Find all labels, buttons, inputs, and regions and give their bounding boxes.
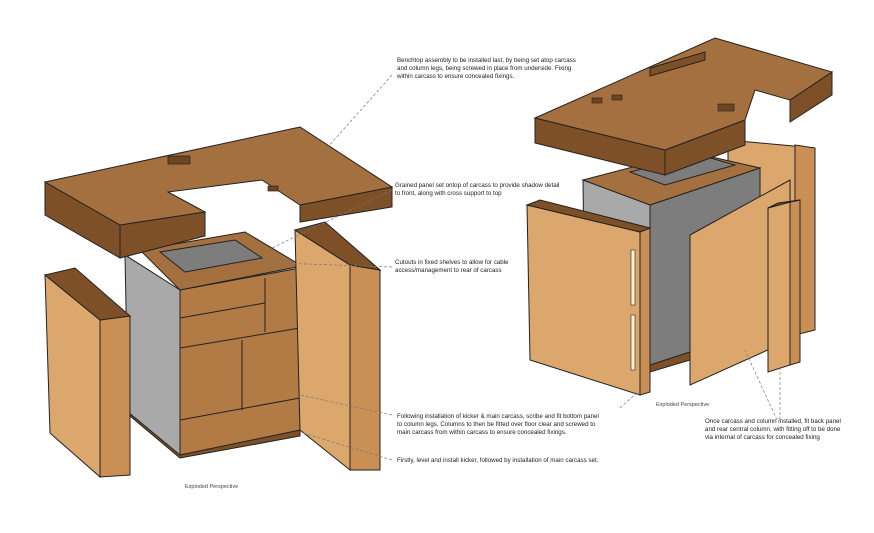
note-kicker: Firstly, level and install kicker, follo…: [397, 457, 599, 464]
right-benchtop-top: [533, 37, 834, 151]
leader-line: [619, 389, 641, 409]
note-bottom-panel: Following installation of kicker & main …: [397, 413, 599, 436]
panel-slot: [630, 314, 636, 371]
right-left-panel-edge: [639, 227, 651, 396]
left-right-panel: [294, 229, 351, 472]
right-column-top: [767, 199, 801, 209]
left-right-panel-top: [293, 221, 382, 271]
left-benchtop-top: [43, 126, 394, 226]
leader-line: [744, 349, 778, 421]
leader-line: [271, 189, 393, 249]
note-benchtop: Benchtop assembly to be installed last, …: [397, 57, 576, 80]
caption-right: Exploded Perspective: [656, 402, 710, 408]
leader-line: [249, 261, 393, 268]
left-carcass-opening: [158, 239, 264, 273]
left-carcass-front: [179, 267, 301, 456]
leader-lines: [249, 74, 781, 461]
left-drawers: [179, 278, 301, 421]
left-benchtop-cutout: [267, 185, 279, 192]
left-left-panel-top: [43, 267, 132, 321]
right-benchtop-cutout: [591, 97, 603, 104]
right-column-edge: [789, 199, 801, 366]
right-benchtop-cutout: [611, 94, 623, 101]
right-left-panel: [526, 204, 641, 396]
right-benchtop-notch: [649, 51, 706, 77]
left-assembly: [43, 126, 394, 479]
note-back-panel: Once carcass and column installed, fit b…: [705, 418, 841, 441]
left-carcass-side: [124, 254, 181, 457]
right-assembly: [525, 37, 834, 396]
panel-slot: [630, 249, 636, 306]
note-cutouts: Cutouts in fixed shelves to allow for ca…: [395, 259, 509, 274]
note-grained-panel: Grained panel set ontop of carcass to pr…: [395, 182, 560, 197]
leader-line: [299, 431, 393, 461]
left-left-panel-edge: [99, 315, 131, 478]
left-benchtop-cutout: [167, 155, 191, 165]
leader-line: [299, 394, 393, 416]
right-benchtop-cutout: [717, 103, 735, 112]
left-right-panel-edge: [349, 264, 381, 471]
right-left-panel-top: [525, 199, 652, 233]
caption-left: Exploded Perspective: [185, 484, 239, 490]
right-column: [767, 201, 791, 373]
leader-line: [317, 74, 393, 159]
